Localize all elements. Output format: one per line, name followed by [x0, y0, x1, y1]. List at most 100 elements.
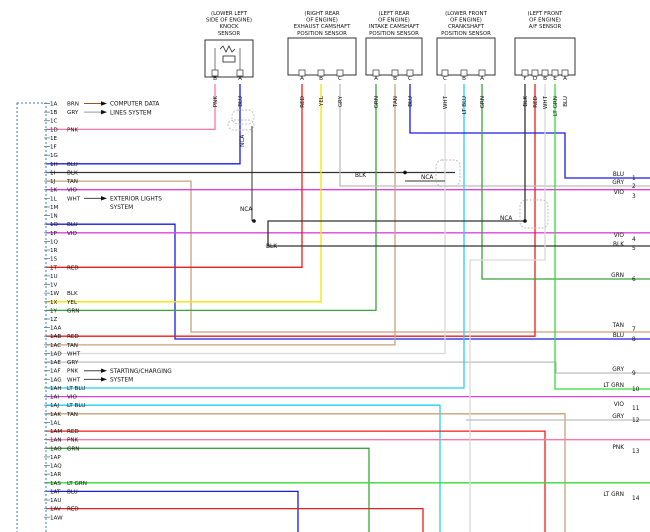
inline-label-nca-2: NCA [421, 175, 433, 181]
terminal-wire-color: GRY [338, 95, 344, 107]
terminal-wire-color: RED [533, 96, 539, 108]
terminal-wire-color: BLU [408, 96, 414, 107]
terminal-box [391, 69, 399, 77]
crystal-symbol [222, 55, 236, 63]
wire-color-label: VIO [67, 231, 77, 237]
pin-number: 1AQ [50, 464, 62, 470]
pin-number: 1AF [50, 369, 61, 375]
pin-number: 1AO [50, 446, 62, 452]
wire-tan [46, 413, 566, 532]
terminal-box [298, 69, 306, 77]
exit-circuit-number: 4 [632, 237, 636, 243]
pin-number: 1AM [50, 429, 62, 435]
exit-wire-label: GRN [611, 273, 624, 279]
terminal-letter: A [480, 76, 484, 82]
exit-wire-label: VIO [614, 233, 625, 239]
terminal-wire-color: WHT [443, 95, 449, 109]
system-reference-label: LINES SYSTEM [110, 110, 152, 116]
wire-lt-blu [46, 84, 465, 389]
terminal-wire-color: WHT [543, 95, 549, 109]
shield-ring [435, 159, 461, 187]
inline-label-nca-4: NCA [500, 216, 512, 222]
component-header-line: OF ENGINE) [450, 18, 482, 24]
splice-dot [403, 170, 407, 175]
pin-number: 1O [50, 222, 59, 228]
exit-circuit-number: 13 [632, 449, 640, 455]
wire-color-label: GRN [67, 308, 79, 314]
exit-circuit-number: 9 [632, 371, 636, 377]
pin-number: 1N [50, 214, 58, 220]
wire-color-label: VIO [67, 395, 77, 401]
pin-number: 1Q [50, 239, 59, 245]
wire-color-label: PNK [67, 127, 79, 133]
wire-wht [46, 84, 446, 355]
component-header-line: OF ENGINE) [529, 18, 561, 24]
component-header-line: INTAKE CAMSHAFT [369, 24, 420, 30]
wire-color-label: WHT [67, 377, 81, 383]
wire-color-label: RED [67, 507, 79, 513]
pin-number: 1B [50, 110, 58, 116]
component-header-line: (LOWER LEFT [211, 11, 248, 17]
system-reference-label: COMPUTER DATA [110, 102, 159, 108]
pin-number: 1AA [50, 326, 62, 332]
terminal-wire-color: BLU [238, 96, 244, 107]
wire-color-label: WHT [67, 351, 81, 357]
terminal-letter: A [300, 76, 304, 82]
wire-gry [46, 361, 650, 374]
terminal-box [521, 69, 529, 77]
exit-circuit-number: 7 [632, 327, 636, 333]
pin-number: 1AR [50, 472, 61, 478]
terminal-box [441, 69, 449, 77]
component-header-line: EXHAUST CAMSHAFT [294, 24, 351, 30]
pin-number: 1W [50, 291, 60, 297]
wire-blu [46, 490, 299, 532]
wire-grn [46, 84, 377, 312]
terminal-wire-color: PNK [213, 96, 219, 108]
wire-color-label: VIO [67, 188, 77, 194]
component-header-line: OF ENGINE) [378, 18, 410, 24]
exit-circuit-number: 11 [632, 406, 640, 412]
shield-ring [227, 119, 255, 131]
terminal-letter: B [319, 76, 323, 82]
terminal-wire-color: BLU [563, 96, 569, 107]
exit-wire-label: BLU [613, 333, 624, 339]
inline-label-nca-3: NCA [240, 207, 252, 213]
component-connector-body [436, 37, 496, 76]
terminal-box [460, 69, 468, 77]
splice-dot [252, 219, 256, 223]
component-header-line: SENSOR [218, 31, 241, 37]
wire-red [46, 507, 424, 532]
terminal-wire-color: YEL [319, 95, 325, 107]
wire-red [46, 84, 536, 337]
wire-color-label: GRY [67, 110, 79, 116]
inline-label-blk-b: BLK [266, 244, 277, 250]
pin-number: 1Y [50, 308, 58, 314]
pin-number: 1G [50, 153, 58, 159]
terminal-box [551, 69, 559, 77]
exit-wire-label: VIO [614, 190, 625, 196]
wire-color-label: WHT [67, 196, 81, 202]
wire-pnk [46, 84, 216, 131]
pin-number: 1AW [50, 515, 63, 521]
wire-color-label: RED [67, 265, 79, 271]
pin-number: 1D [50, 127, 58, 133]
pin-number: 1L [50, 196, 58, 202]
pin-number: 1T [50, 265, 58, 271]
system-reference-label: SYSTEM [110, 205, 133, 211]
pin-number: 1H [50, 162, 58, 168]
terminal-letter: B [393, 76, 397, 82]
exit-circuit-number: 1 [632, 176, 636, 182]
component-header-line: POSITION SENSOR [441, 31, 491, 37]
pin-number: 1U [50, 274, 58, 280]
terminal-wire-color: TAN [393, 96, 399, 108]
system-reference-label: SYSTEM [110, 378, 133, 384]
wire-color-label: RED [67, 429, 79, 435]
reference-arrowhead [101, 377, 107, 382]
component-header-line: (LEFT FRONT [528, 11, 564, 17]
wire-grn [481, 84, 650, 280]
reference-arrowhead [101, 196, 107, 201]
wire-blu [46, 84, 241, 165]
wire-lt-grn [554, 84, 650, 390]
wire-layer [46, 84, 650, 532]
